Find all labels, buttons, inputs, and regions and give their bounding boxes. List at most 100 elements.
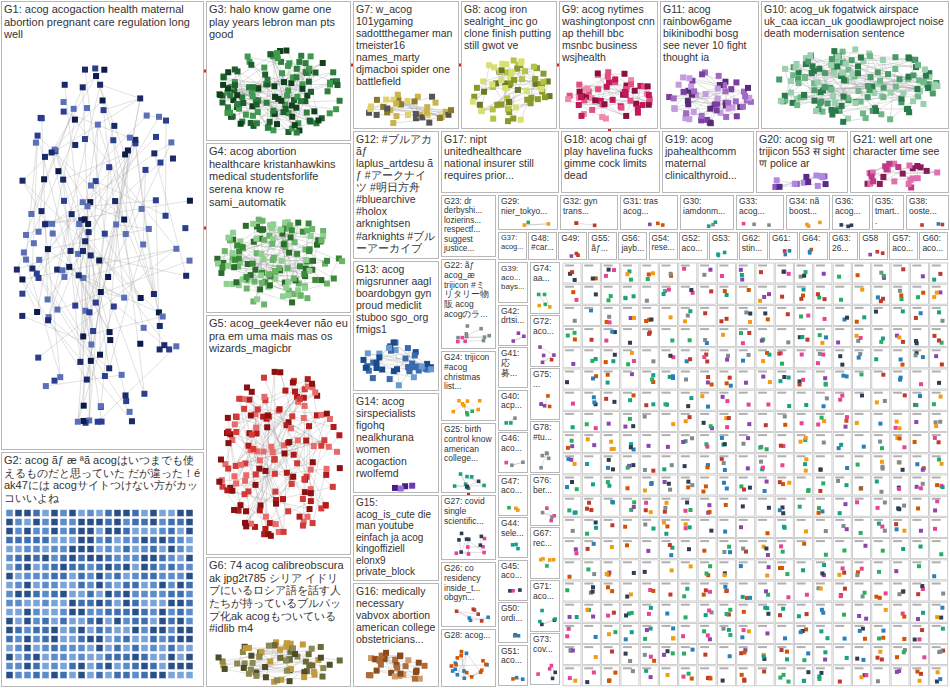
mini-group <box>930 305 948 325</box>
vertex-image <box>800 421 804 425</box>
vertex-image <box>19 313 25 319</box>
vertex-image <box>903 393 907 397</box>
vertex-image <box>799 297 803 301</box>
mini-group-tag <box>739 307 748 309</box>
mini-group <box>679 496 697 516</box>
mini-group-tag <box>893 328 902 330</box>
vertex-edge <box>23 181 141 298</box>
mini-group <box>891 623 909 643</box>
vertex-image <box>842 548 846 552</box>
mini-group-tag <box>681 561 690 563</box>
vertex-image <box>728 633 732 637</box>
vertex-image <box>585 422 589 426</box>
mini-group-tag <box>719 328 728 330</box>
vertex-image <box>93 300 99 306</box>
vertex-image <box>157 160 163 166</box>
vertex-image <box>669 272 673 276</box>
mini-group-tag <box>816 307 825 309</box>
vertex-image <box>127 409 133 415</box>
vertex-image <box>585 462 589 466</box>
mini-group-tag <box>662 498 671 500</box>
mini-group-tag <box>893 455 902 457</box>
vertex-image <box>802 274 806 278</box>
vertex-image <box>607 298 611 302</box>
mini-group <box>910 475 928 495</box>
mini-group <box>756 496 774 516</box>
vertex-image <box>704 572 708 576</box>
vertex-image <box>799 275 803 279</box>
vertex-image <box>706 375 710 379</box>
vertex-image <box>112 198 118 204</box>
vertex-image <box>671 636 675 640</box>
vertex-image <box>767 353 771 357</box>
mini-group <box>660 517 678 537</box>
mini-group-tag <box>932 625 941 627</box>
mini-group <box>795 348 813 368</box>
mini-group <box>930 666 948 686</box>
vertex-image <box>878 650 882 654</box>
vertex-image <box>874 310 878 314</box>
vertex-image <box>85 203 91 209</box>
mini-group-tag <box>662 455 671 457</box>
vertex-image <box>722 461 726 465</box>
mini-group <box>775 305 793 325</box>
mini-group <box>891 348 909 368</box>
mini-group-tag <box>642 604 651 606</box>
mini-group-tag <box>835 286 844 288</box>
mini-group-tag <box>700 667 709 669</box>
mini-group <box>602 369 620 389</box>
vertex-image <box>78 537 85 544</box>
vertex-image <box>82 136 88 142</box>
vertex-image <box>742 442 746 446</box>
mini-group-tag <box>623 455 632 457</box>
vertex-edge <box>85 241 163 316</box>
vertex-image <box>700 394 704 398</box>
mini-group-tag <box>623 519 632 521</box>
mini-group <box>602 602 620 622</box>
vertex-image <box>141 528 148 535</box>
mini-group-tag <box>874 667 883 669</box>
vertex-image <box>688 508 692 512</box>
mini-group-tag <box>797 667 806 669</box>
vertex-image <box>822 272 826 276</box>
vertex-image <box>123 537 130 544</box>
vertex-image <box>60 528 67 535</box>
vertex-image <box>594 426 598 430</box>
vertex-image <box>686 485 690 489</box>
vertex-image <box>88 342 94 348</box>
vertex-image <box>114 519 121 526</box>
vertex-edge <box>48 249 169 349</box>
mini-group-tag <box>777 434 786 436</box>
vertex-image <box>45 296 51 302</box>
vertex-image <box>797 614 801 618</box>
vertex-image <box>787 481 791 485</box>
mini-group-tag <box>642 519 651 521</box>
mini-group-tag <box>739 498 748 500</box>
vertex-image <box>605 572 609 576</box>
mini-group-tag <box>797 349 806 351</box>
mini-group <box>621 496 639 516</box>
mini-group <box>853 305 871 325</box>
vertex-edge <box>39 202 90 260</box>
vertex-image <box>61 109 67 115</box>
mini-group <box>679 645 697 665</box>
mini-group <box>679 411 697 431</box>
vertex-image <box>610 523 614 527</box>
mini-group <box>563 390 581 410</box>
vertex-image <box>767 506 771 510</box>
vertex-image <box>806 651 810 655</box>
vertex-image <box>33 510 40 517</box>
mini-group <box>563 560 581 580</box>
mini-group-tag <box>700 307 709 309</box>
vertex-image <box>168 510 175 517</box>
vertex-image <box>589 308 593 312</box>
vertex-image <box>150 528 157 535</box>
vertex-image <box>798 505 802 509</box>
mini-group <box>930 348 948 368</box>
vertex-image <box>881 549 885 553</box>
vertex-image <box>21 249 27 255</box>
mini-group-tag <box>719 625 728 627</box>
mini-group-tag <box>912 646 921 648</box>
vertex-image <box>141 537 148 544</box>
mini-group-tag <box>835 371 844 373</box>
